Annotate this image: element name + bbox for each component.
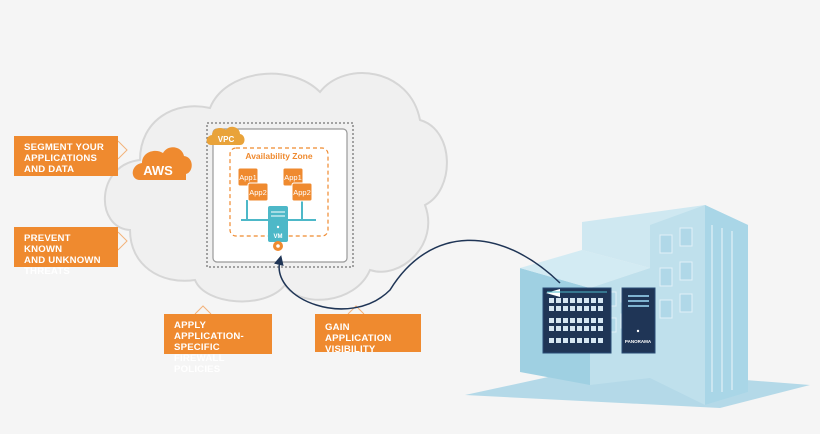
chassis-port — [570, 326, 575, 331]
callout-apply-policies: APPLY APPLICATION- SPECIFIC FIREWALL POL… — [164, 314, 272, 375]
app1-label: App1 — [239, 173, 257, 182]
chassis-port — [570, 318, 575, 323]
panorama-server: PANORAMA — [621, 287, 656, 354]
chassis-port — [549, 338, 554, 343]
chassis-port — [577, 326, 582, 331]
chassis-port — [598, 326, 603, 331]
chassis-port — [563, 306, 568, 311]
chassis-port — [570, 306, 575, 311]
vm-firewall: VM — [268, 206, 288, 251]
availability-zone-label: Availability Zone — [245, 151, 313, 161]
chassis-port — [598, 318, 603, 323]
chassis-port — [556, 338, 561, 343]
chassis-port — [549, 306, 554, 311]
vm-label: VM — [274, 234, 283, 240]
availability-zone-box — [229, 147, 329, 237]
chassis-port — [591, 326, 596, 331]
aws-label: AWS — [143, 163, 173, 178]
app1-label: App1 — [284, 173, 302, 182]
chassis-port — [584, 326, 589, 331]
connection-arrow — [273, 239, 561, 310]
chassis-port — [570, 338, 575, 343]
callout-segment-applications: SEGMENT YOUR APPLICATIONS AND DATA — [14, 136, 118, 176]
panorama-label: PANORAMA — [625, 339, 652, 344]
chassis-port — [549, 298, 554, 303]
chassis-port — [549, 326, 554, 331]
chassis-port — [584, 298, 589, 303]
app2-label: App2 — [293, 188, 311, 197]
chassis-port — [577, 318, 582, 323]
chassis-port — [577, 298, 582, 303]
chassis-port — [570, 298, 575, 303]
chassis-port — [598, 306, 603, 311]
callout-gain-visibility: GAIN APPLICATION VISIBILITY — [315, 314, 421, 355]
chassis-port — [577, 306, 582, 311]
aws-badge: AWS — [132, 147, 192, 180]
chassis-port — [591, 298, 596, 303]
chassis-port — [549, 318, 554, 323]
chassis-port — [591, 318, 596, 323]
callout-prevent-threats: PREVENT KNOWN AND UNKNOWN THREATS — [14, 227, 118, 277]
chassis-port — [563, 298, 568, 303]
callout-carets — [117, 140, 365, 315]
chassis-port — [556, 318, 561, 323]
vpc-tag: VPC — [206, 126, 245, 145]
chassis-port — [556, 298, 561, 303]
firewall-chassis — [542, 287, 612, 354]
chassis-port — [591, 306, 596, 311]
chassis-port — [563, 326, 568, 331]
chassis-port — [584, 338, 589, 343]
chassis-port — [556, 306, 561, 311]
chassis-port — [563, 318, 568, 323]
app2-label: App2 — [249, 188, 267, 197]
chassis-port — [584, 306, 589, 311]
chassis-port — [591, 338, 596, 343]
chassis-port — [598, 338, 603, 343]
chassis-port — [584, 318, 589, 323]
vpc-outer-boundary — [206, 122, 354, 268]
chassis-port — [598, 298, 603, 303]
chassis-port — [556, 326, 561, 331]
vpc-label: VPC — [218, 135, 235, 144]
chassis-port — [563, 338, 568, 343]
app-stack-right: App1 App2 — [282, 167, 313, 202]
app-stack-left: App1 App2 — [237, 167, 269, 202]
chassis-port — [577, 338, 582, 343]
